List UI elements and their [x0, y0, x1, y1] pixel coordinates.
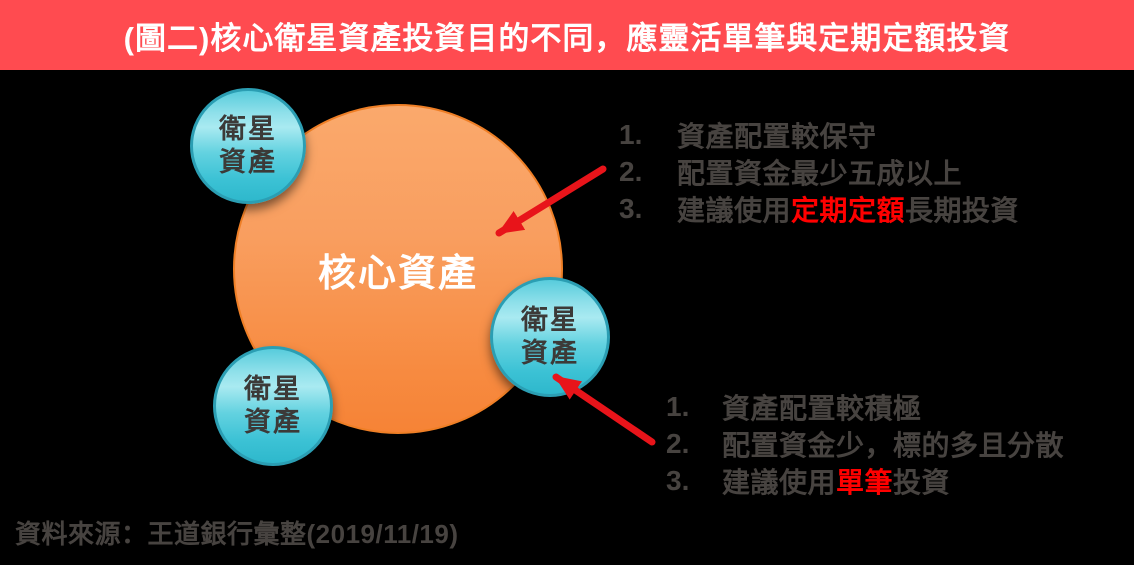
- text-segment: 長期投資: [905, 194, 1020, 226]
- satellite-label-line2: 資產: [521, 338, 579, 368]
- title-banner: (圖二)核心衛星資產投資目的不同，應靈活單筆與定期定額投資: [0, 0, 1134, 70]
- satellite-label-line1: 衛星: [521, 305, 579, 335]
- text-segment: 資產配置較保守: [677, 120, 877, 152]
- list-item-text: 建議使用單筆投資: [722, 461, 950, 501]
- satellite-asset-label: 衛星 資產: [244, 373, 302, 439]
- text-segment-highlight: 定期定額: [791, 194, 906, 226]
- list-item: 1. 資產配置較保守: [619, 116, 1019, 153]
- core-asset-notes-list: 1. 資產配置較保守 2. 配置資金最少五成以上 3. 建議使用定期定額長期投資: [619, 116, 1019, 227]
- satellite-asset-label: 衛星 資產: [219, 113, 277, 179]
- list-item: 3. 建議使用定期定額長期投資: [619, 190, 1019, 227]
- list-item: 2. 配置資金少，標的多且分散: [666, 425, 1064, 462]
- satellite-label-line2: 資產: [244, 407, 302, 437]
- list-item-text: 建議使用定期定額長期投資: [677, 189, 1019, 229]
- satellite-label-line1: 衛星: [219, 114, 277, 144]
- text-segment: 投資: [893, 466, 951, 498]
- list-item: 2. 配置資金最少五成以上: [619, 153, 1019, 190]
- text-segment: 資產配置較積極: [722, 392, 922, 424]
- list-item-text: 資產配置較保守: [677, 115, 877, 155]
- list-item-number: 1.: [619, 118, 643, 150]
- satellite-asset-circle-bottom-left: 衛星 資產: [213, 346, 333, 466]
- satellite-asset-circle-right: 衛星 資產: [490, 277, 610, 397]
- list-item: 3. 建議使用單筆投資: [666, 462, 1064, 499]
- list-item-number: 1.: [666, 390, 690, 422]
- list-item-number: 3.: [666, 464, 690, 496]
- text-segment: 建議使用: [722, 466, 837, 498]
- list-item-number: 3.: [619, 192, 643, 224]
- satellite-asset-notes-list: 1. 資產配置較積極 2. 配置資金少，標的多且分散 3. 建議使用單筆投資: [666, 388, 1064, 499]
- satellite-asset-circle-top-left: 衛星 資產: [190, 88, 306, 204]
- list-item-number: 2.: [666, 427, 690, 459]
- core-asset-label: 核心資產: [317, 252, 478, 295]
- text-segment: 配置資金最少五成以上: [677, 157, 963, 189]
- list-item: 1. 資產配置較積極: [666, 388, 1064, 425]
- satellite-label-line2: 資產: [219, 147, 277, 177]
- source-note: 資料來源：王道銀行彙整(2019/11/19): [15, 519, 459, 549]
- text-segment: 配置資金少，標的多且分散: [722, 429, 1065, 461]
- slide-title: (圖二)核心衛星資產投資目的不同，應靈活單筆與定期定額投資: [123, 20, 1011, 56]
- list-item-text: 配置資金少，標的多且分散: [722, 424, 1064, 464]
- list-item-text: 資產配置較積極: [722, 387, 922, 427]
- text-segment: 建議使用: [677, 194, 792, 226]
- text-segment-highlight: 單筆: [836, 466, 894, 498]
- satellite-label-line1: 衛星: [244, 374, 302, 404]
- list-item-text: 配置資金最少五成以上: [677, 152, 962, 192]
- satellite-asset-label: 衛星 資產: [521, 304, 579, 370]
- list-item-number: 2.: [619, 155, 643, 187]
